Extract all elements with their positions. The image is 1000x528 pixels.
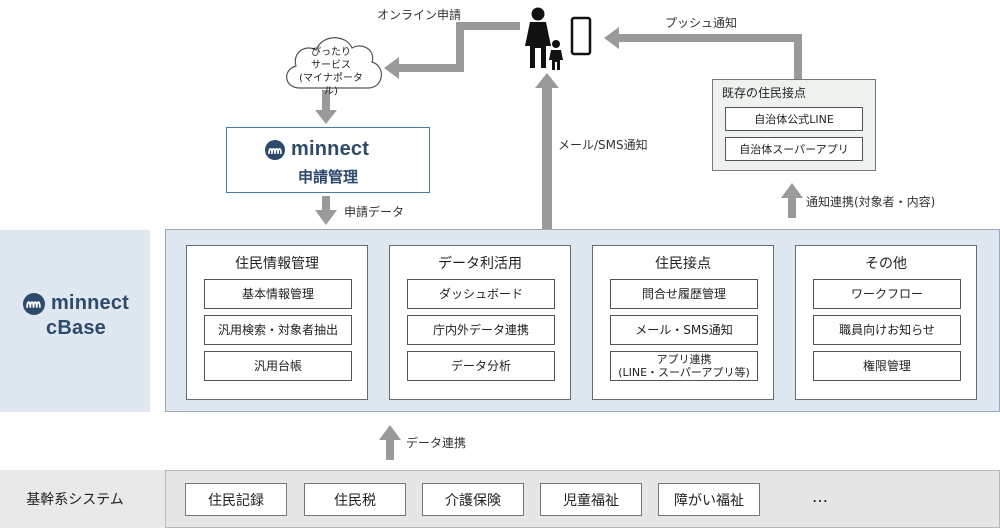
cbase-logo-icon xyxy=(22,292,45,315)
module-title: その他 xyxy=(865,256,907,272)
arrow-push-v xyxy=(794,34,802,79)
core-system: 障がい福祉 xyxy=(658,483,760,516)
arrow-online-h2 xyxy=(396,64,464,72)
module-title: 住民接点 xyxy=(655,256,711,272)
module-item: 基本情報管理 xyxy=(204,279,352,309)
arrow-notify-link xyxy=(788,196,796,218)
cloud-line-1: ぴったり xyxy=(311,47,351,58)
label-notify-link: 通知連携(対象者・内容) xyxy=(806,195,936,209)
module-item: 庁内外データ連携 xyxy=(407,315,555,345)
arrow-notify-link-head xyxy=(781,183,803,198)
existing-contact-box: 既存の住民接点 自治体公式LINE 自治体スーパーアプリ xyxy=(712,79,876,171)
arrow-online-v xyxy=(456,22,464,72)
module-item: 汎用検索・対象者抽出 xyxy=(204,315,352,345)
label-mail-sms: メール/SMS通知 xyxy=(558,138,648,152)
core-label: 基幹系システム xyxy=(26,492,124,508)
smartphone-icon xyxy=(570,16,592,56)
resident-chip-line: 自治体公式LINE xyxy=(725,107,863,131)
cbase-brand: minnect cBase xyxy=(12,292,140,340)
module-title: データ利活用 xyxy=(438,256,522,272)
arrow-cloud-down xyxy=(322,90,330,112)
module-item: データ分析 xyxy=(407,351,555,381)
module-item: 権限管理 xyxy=(813,351,961,381)
label-push: プッシュ通知 xyxy=(665,16,738,30)
arrow-online-h1 xyxy=(456,22,520,30)
arrow-data-link xyxy=(386,438,394,460)
core-system: 住民税 xyxy=(304,483,406,516)
cloud-label: ぴったり サービス (マイナポータル) xyxy=(296,46,366,98)
cbase-name: cBase xyxy=(46,317,106,339)
family-icon xyxy=(525,7,563,70)
arrow-cloud-down-head xyxy=(315,110,337,124)
core-system: 介護保険 xyxy=(422,483,524,516)
module-item: ワークフロー xyxy=(813,279,961,309)
cbase-brand-row: minnect xyxy=(12,292,140,315)
arrow-mail-sms xyxy=(542,86,552,229)
minnect-subtitle: 申請管理 xyxy=(297,168,358,186)
minnect-brand: minnect xyxy=(265,138,369,161)
label-apply-data: 申請データ xyxy=(344,205,405,219)
label-online-apply: オンライン申請 xyxy=(377,8,462,22)
existing-contact-title: 既存の住民接点 xyxy=(722,86,807,100)
cloud-line-2: サービス xyxy=(311,60,351,71)
label-data-link: データ連携 xyxy=(406,436,467,450)
cbase-band xyxy=(0,230,150,412)
arrow-push-h xyxy=(618,34,802,42)
resident-chip-superapp: 自治体スーパーアプリ xyxy=(725,137,863,161)
arrow-mail-sms-head xyxy=(535,73,559,88)
module-item: メール・SMS通知 xyxy=(610,315,758,345)
core-system: 住民記録 xyxy=(185,483,287,516)
module-other: その他 ワークフロー 職員向けお知らせ 権限管理 xyxy=(795,245,977,400)
arrow-push-head xyxy=(604,27,619,49)
module-item: 問合せ履歴管理 xyxy=(610,279,758,309)
cbase-brand-text: minnect xyxy=(50,292,130,314)
arrow-data-link-head xyxy=(379,425,401,440)
arrow-apply-data xyxy=(322,196,330,212)
module-resident-info: 住民情報管理 基本情報管理 汎用検索・対象者抽出 汎用台帳 xyxy=(186,245,368,400)
arrow-online-head xyxy=(384,57,399,79)
minnect-apply-box: minnect 申請管理 xyxy=(226,127,430,193)
module-item-line2: (LINE・スーパーアプリ等) xyxy=(618,366,750,379)
core-system: 児童福祉 xyxy=(540,483,642,516)
module-item-app-link: アプリ連携 (LINE・スーパーアプリ等) xyxy=(610,351,758,381)
module-item: 職員向けお知らせ xyxy=(813,315,961,345)
minnect-logo-icon xyxy=(265,139,285,160)
module-data-utilization: データ利活用 ダッシュボード 庁内外データ連携 データ分析 xyxy=(389,245,571,400)
cloud-line-3: (マイナポータル) xyxy=(299,73,363,97)
module-item: 汎用台帳 xyxy=(204,351,352,381)
module-resident-contact: 住民接点 問合せ履歴管理 メール・SMS通知 アプリ連携 (LINE・スーパーア… xyxy=(592,245,774,400)
cloud-icon xyxy=(286,37,382,89)
arrow-apply-data-head xyxy=(315,210,337,225)
core-more: … xyxy=(812,487,828,506)
module-item: ダッシュボード xyxy=(407,279,555,309)
module-item-line1: アプリ連携 xyxy=(656,353,712,366)
module-title: 住民情報管理 xyxy=(235,256,319,272)
minnect-brand-text: minnect xyxy=(291,138,370,160)
